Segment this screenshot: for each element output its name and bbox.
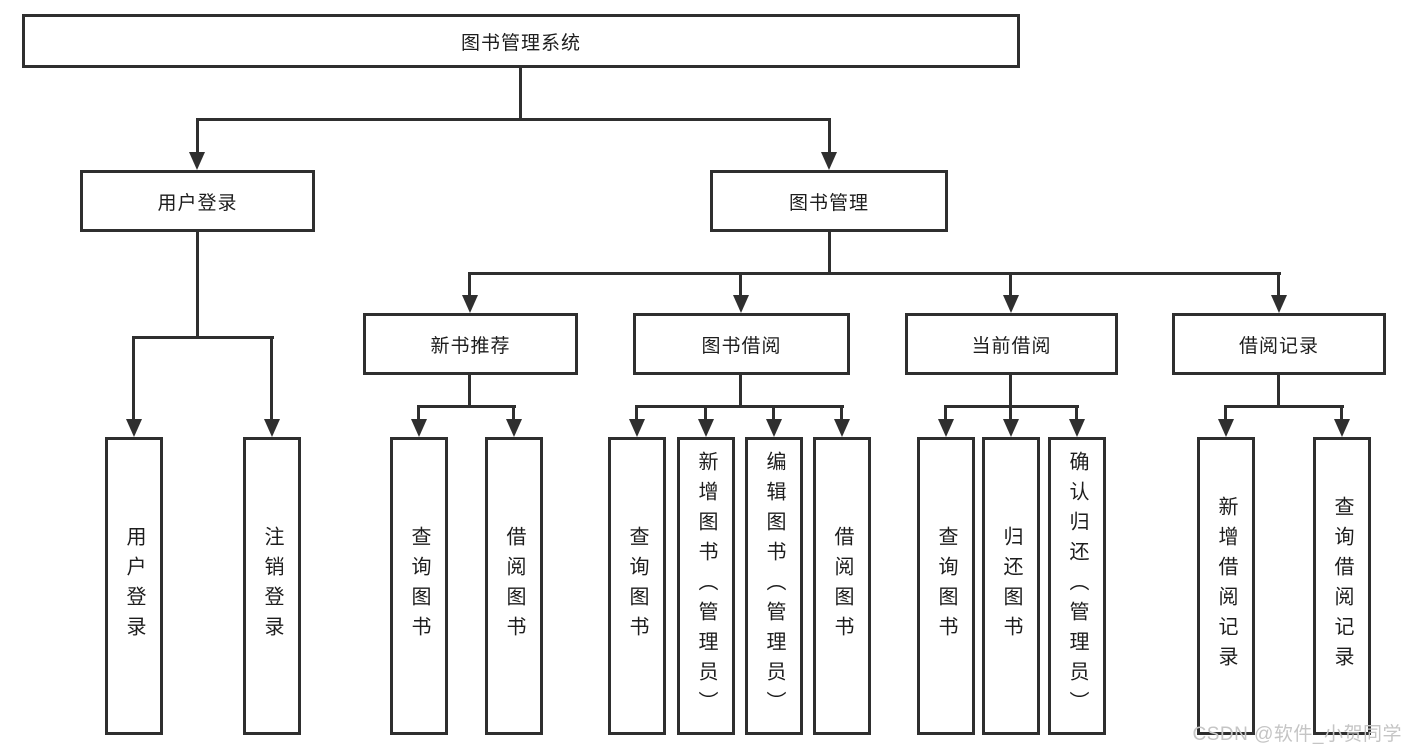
node-label: 新增图书（管理员）	[695, 451, 717, 721]
arrow-down-icon	[1003, 419, 1019, 437]
node-label: 借阅图书	[503, 526, 525, 646]
connector-line	[512, 405, 515, 419]
leaf-user-login: 用户登录	[105, 437, 163, 735]
connector-line	[417, 405, 516, 408]
node-library-management-system: 图书管理系统	[22, 14, 1020, 68]
node-label: 归还图书	[1000, 526, 1022, 646]
arrow-down-icon	[821, 152, 837, 170]
leaf-confirm-return-admin: 确认归还（管理员）	[1048, 437, 1106, 735]
leaf-query-books-recommend: 查询图书	[390, 437, 448, 735]
arrow-down-icon	[938, 419, 954, 437]
node-label: 当前借阅	[971, 335, 1052, 357]
node-label: 图书管理	[788, 192, 869, 214]
connector-line	[132, 336, 135, 419]
arrow-down-icon	[126, 419, 142, 437]
leaf-query-borrow-record: 查询借阅记录	[1313, 437, 1371, 735]
leaf-logout: 注销登录	[243, 437, 301, 735]
connector-line	[1075, 405, 1078, 419]
connector-line	[840, 405, 843, 419]
connector-line	[739, 375, 742, 407]
connector-line	[196, 118, 199, 154]
node-label: 借阅记录	[1238, 335, 1319, 357]
arrow-down-icon	[462, 295, 478, 313]
node-label: 新增借阅记录	[1215, 496, 1237, 676]
node-label: 借阅图书	[831, 526, 853, 646]
connector-line	[944, 405, 947, 419]
arrow-down-icon	[1069, 419, 1085, 437]
connector-line	[519, 68, 522, 121]
arrow-down-icon	[189, 152, 205, 170]
leaf-return-books: 归还图书	[982, 437, 1040, 735]
arrow-down-icon	[1003, 295, 1019, 313]
arrow-down-icon	[506, 419, 522, 437]
connector-line	[1277, 272, 1280, 295]
node-label: 图书借阅	[701, 335, 782, 357]
leaf-query-books-current: 查询图书	[917, 437, 975, 735]
arrow-down-icon	[698, 419, 714, 437]
connector-line	[635, 405, 638, 419]
leaf-edit-book-admin: 编辑图书（管理员）	[745, 437, 803, 735]
node-label: 新书推荐	[430, 335, 511, 357]
node-label: 编辑图书（管理员）	[763, 451, 785, 721]
connector-line	[1224, 405, 1227, 419]
leaf-borrow-books-recommend: 借阅图书	[485, 437, 543, 735]
connector-line	[1340, 405, 1343, 419]
arrow-down-icon	[834, 419, 850, 437]
node-user-login: 用户登录	[80, 170, 315, 232]
arrow-down-icon	[1271, 295, 1287, 313]
connector-line	[468, 272, 1281, 275]
connector-line	[270, 336, 273, 419]
connector-line	[417, 405, 420, 419]
node-label: 查询图书	[935, 526, 957, 646]
arrow-down-icon	[766, 419, 782, 437]
connector-line	[1009, 375, 1012, 407]
connector-line	[196, 232, 199, 338]
arrow-down-icon	[1218, 419, 1234, 437]
connector-line	[1009, 405, 1012, 419]
connector-line	[468, 272, 471, 295]
node-new-book-recommendation: 新书推荐	[363, 313, 578, 375]
connector-line	[635, 405, 844, 408]
connector-line	[468, 375, 471, 407]
node-label: 确认归还（管理员）	[1066, 451, 1088, 721]
node-label: 用户登录	[157, 192, 238, 214]
node-label: 查询图书	[626, 526, 648, 646]
leaf-add-book-admin: 新增图书（管理员）	[677, 437, 735, 735]
node-label: 查询图书	[408, 526, 430, 646]
node-book-management: 图书管理	[710, 170, 948, 232]
connector-line	[828, 118, 831, 154]
node-label: 注销登录	[261, 526, 283, 646]
connector-line	[704, 405, 707, 419]
node-label: 查询借阅记录	[1331, 496, 1353, 676]
arrow-down-icon	[411, 419, 427, 437]
leaf-add-borrow-record: 新增借阅记录	[1197, 437, 1255, 735]
arrow-down-icon	[629, 419, 645, 437]
connector-line	[772, 405, 775, 419]
arrow-down-icon	[1334, 419, 1350, 437]
node-label: 图书管理系统	[460, 32, 581, 54]
connector-line	[132, 336, 274, 339]
node-book-borrowing: 图书借阅	[633, 313, 850, 375]
leaf-query-books-borrowing: 查询图书	[608, 437, 666, 735]
node-label: 用户登录	[123, 526, 145, 646]
arrow-down-icon	[264, 419, 280, 437]
connector-line	[828, 232, 831, 274]
connector-line	[1277, 375, 1280, 407]
connector-line	[739, 272, 742, 295]
node-current-borrowing: 当前借阅	[905, 313, 1118, 375]
connector-line	[1224, 405, 1344, 408]
arrow-down-icon	[733, 295, 749, 313]
connector-line	[196, 118, 831, 121]
connector-line	[1009, 272, 1012, 295]
watermark: CSDN @软件_小贺同学	[1192, 724, 1402, 745]
leaf-borrow-books-borrowing: 借阅图书	[813, 437, 871, 735]
node-borrowing-records: 借阅记录	[1172, 313, 1386, 375]
